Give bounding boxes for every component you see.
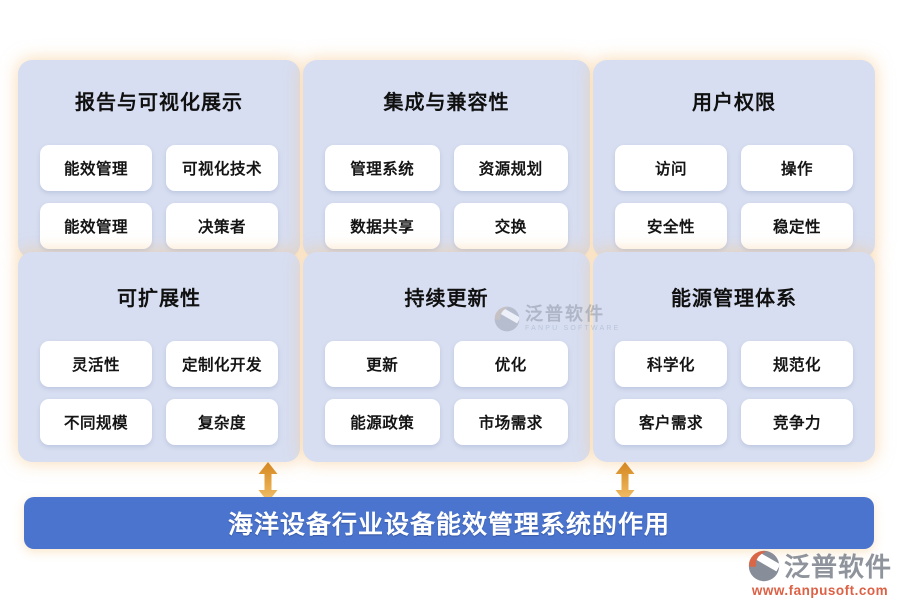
page-title: 海洋设备行业设备能效管理系统的作用 [227,512,670,539]
feature-chip: 可视化技术 [166,145,278,191]
up-down-arrow-icon [615,462,635,502]
watermark-brand-en: FANPU SOFTWARE [525,325,621,332]
feature-chip: 数据共享 [325,203,440,249]
panel-title: 报告与可视化展示 [75,92,243,114]
fanpu-logo-icon [748,550,780,581]
feature-chip: 操作 [741,145,853,191]
panel-title: 持续更新 [404,288,489,310]
panel-scalability: 可扩展性 灵活性 定制化开发 不同规模 复杂度 [18,252,300,462]
panel-title: 用户权限 [692,92,776,114]
panel-continuous-update: 持续更新 更新 优化 能源政策 市场需求 [303,252,590,462]
panel-title: 可扩展性 [117,288,201,310]
panel-items: 能效管理 可视化技术 能效管理 决策者 [40,145,278,249]
watermark-text: 泛普软件 FANPU SOFTWARE [525,305,621,332]
feature-chip: 交换 [453,203,568,249]
panel-items: 访问 操作 安全性 稳定性 [615,145,853,249]
footer-brand-url[interactable]: www.fanpusoft.com [751,583,889,598]
watermark-brand: 泛普软件 [525,304,605,324]
feature-chip: 科学化 [615,341,727,387]
panel-items: 灵活性 定制化开发 不同规模 复杂度 [40,341,278,445]
feature-chip: 不同规模 [40,399,152,445]
feature-chip: 管理系统 [325,145,440,191]
feature-chip: 决策者 [166,203,278,249]
title-banner: 海洋设备行业设备能效管理系统的作用 [24,497,874,549]
feature-chip: 灵活性 [40,341,152,387]
panel-title: 能源管理体系 [671,288,797,310]
feature-chip: 定制化开发 [166,341,278,387]
footer-brand-name: 泛普软件 [783,553,892,582]
footer-brand-row: 泛普软件 [748,547,892,584]
feature-chip: 市场需求 [453,399,568,445]
feature-chip: 安全性 [615,203,727,249]
up-down-arrow-icon [258,462,278,502]
feature-chip: 复杂度 [166,399,278,445]
feature-chip: 能效管理 [40,145,152,191]
feature-chip: 规范化 [741,341,853,387]
panel-items: 科学化 规范化 客户需求 竞争力 [615,341,853,445]
panel-items: 管理系统 资源规划 数据共享 交换 [325,145,568,249]
panel-integration-compatibility: 集成与兼容性 管理系统 资源规划 数据共享 交换 [303,60,590,258]
feature-chip: 更新 [325,341,440,387]
panel-report-visualization: 报告与可视化展示 能效管理 可视化技术 能效管理 决策者 [18,60,300,258]
center-watermark: 泛普软件 FANPU SOFTWARE [494,305,621,332]
feature-chip: 能效管理 [40,203,152,249]
feature-chip: 能源政策 [325,399,440,445]
feature-chip: 访问 [615,145,727,191]
feature-chip: 稳定性 [741,203,853,249]
panel-title: 集成与兼容性 [383,92,510,114]
panel-grid: 报告与可视化展示 能效管理 可视化技术 能效管理 决策者 集成与兼容性 管理系统… [18,60,875,462]
panel-items: 更新 优化 能源政策 市场需求 [325,341,568,445]
feature-chip: 资源规划 [453,145,568,191]
footer-brand: 泛普软件 www.fanpusoft.com [748,547,892,598]
panel-energy-management-system: 能源管理体系 科学化 规范化 客户需求 竞争力 [593,252,875,462]
fanpu-logo-icon [494,306,520,331]
panel-user-permissions: 用户权限 访问 操作 安全性 稳定性 [593,60,875,258]
feature-chip: 竞争力 [741,399,853,445]
feature-chip: 优化 [453,341,568,387]
feature-chip: 客户需求 [615,399,727,445]
